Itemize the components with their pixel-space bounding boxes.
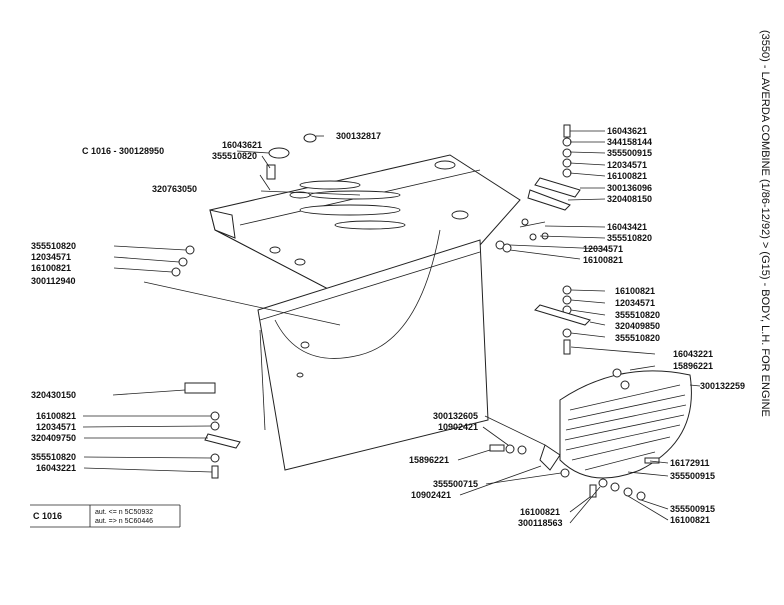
- label-c-10902421b: 10902421: [411, 490, 451, 500]
- legend-box: C 1016 aut. <= n 5C50932 aut. => n 5C604…: [30, 504, 181, 528]
- grille-cover: [559, 370, 692, 479]
- leader-lines: [82, 130, 701, 524]
- label-355510820-top: 355510820: [212, 151, 257, 161]
- label-l-12034571: 12034571: [31, 252, 71, 262]
- legend-code: C 1016: [33, 511, 62, 521]
- label-r-16100821: 16100821: [607, 171, 647, 181]
- label-d-355500915: 355500915: [670, 471, 715, 481]
- label-300132817: 300132817: [336, 131, 381, 141]
- label-b-12034571: 12034571: [36, 422, 76, 432]
- label-d-355500915b: 355500915: [670, 504, 715, 514]
- label-m-16043221: 16043221: [673, 349, 713, 359]
- label-m-16100821: 16100821: [615, 286, 655, 296]
- hardware-right-mid: [534, 285, 660, 464]
- label-m-12034571: 12034571: [615, 298, 655, 308]
- label-320763050: 320763050: [152, 184, 197, 194]
- label-m-300132259: 300132259: [700, 381, 745, 391]
- label-b-355510820: 355510820: [31, 452, 76, 462]
- label-r-300136096: 300136096: [607, 183, 652, 193]
- label-r-320408150: 320408150: [607, 194, 652, 204]
- legend-line-1: aut. <= n 5C50932: [95, 509, 153, 516]
- label-m-355510820b: 355510820: [615, 333, 660, 343]
- label-c1016-300128950: C 1016 - 300128950: [82, 146, 164, 156]
- label-b-320430150: 320430150: [31, 390, 76, 400]
- label-m-320409850: 320409850: [615, 321, 660, 331]
- label-r-344158144: 344158144: [607, 137, 652, 147]
- label-l-300112940: 300112940: [31, 276, 76, 286]
- label-m-15896221: 15896221: [673, 361, 713, 371]
- side-title: (3550) - LAVERDA COMBINE (1/86-12/92) > …: [759, 30, 771, 417]
- label-m-355510820: 355510820: [615, 310, 660, 320]
- side-panel: [257, 229, 489, 471]
- label-c-355500715: 355500715: [433, 479, 478, 489]
- label-b-16100821: 16100821: [36, 411, 76, 421]
- label-r-16100821b: 16100821: [583, 255, 623, 265]
- hardware-top-left: [171, 133, 317, 277]
- label-c-15896221: 15896221: [409, 455, 449, 465]
- label-d-16100821: 16100821: [670, 515, 710, 525]
- label-16043621-top: 16043621: [222, 140, 262, 150]
- hardware-bottom-left: [184, 382, 241, 479]
- label-r-12034571: 12034571: [607, 160, 647, 170]
- label-c-300132605: 300132605: [433, 411, 478, 421]
- label-r-12034571b: 12034571: [583, 244, 623, 254]
- label-r-16043621: 16043621: [607, 126, 647, 136]
- label-b-320409750: 320409750: [31, 433, 76, 443]
- label-r-355510820: 355510820: [607, 233, 652, 243]
- legend-line-2: aut. => n 5C60446: [95, 518, 153, 525]
- label-l-355510820: 355510820: [31, 241, 76, 251]
- label-c-10902421: 10902421: [438, 422, 478, 432]
- label-d-16172911: 16172911: [670, 458, 710, 468]
- label-r-355500915: 355500915: [607, 148, 652, 158]
- label-r-16043421: 16043421: [607, 222, 647, 232]
- hardware-top-right: [495, 124, 581, 253]
- hardware-bottom-center: [489, 444, 646, 501]
- label-l-16100821: 16100821: [31, 263, 71, 273]
- label-b-16043221: 16043221: [36, 463, 76, 473]
- label-c-16100821: 16100821: [520, 507, 560, 517]
- label-c-300118563: 300118563: [518, 518, 563, 528]
